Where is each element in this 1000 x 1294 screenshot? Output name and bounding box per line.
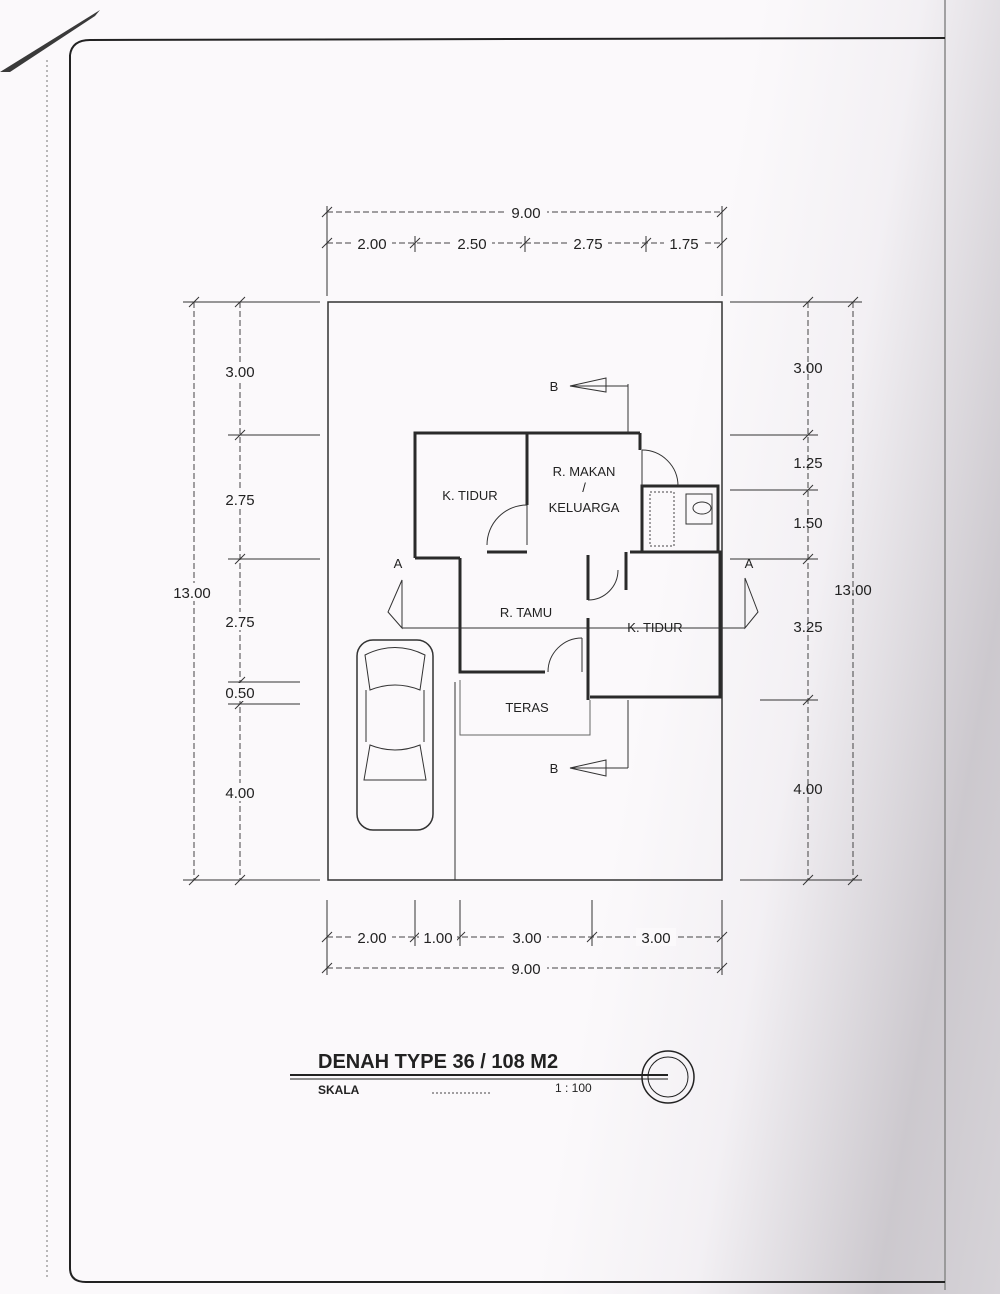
room-label-terrace: TERAS — [505, 700, 549, 715]
building-walls — [413, 431, 722, 880]
plot-boundary — [327, 301, 723, 881]
dim-left-4: 0.50 — [225, 685, 254, 702]
dim-bottom-2: 1.00 — [423, 930, 452, 947]
dim-right-1: 3.00 — [793, 360, 822, 377]
dim-top-1: 2.00 — [357, 236, 386, 253]
dim-bottom-4: 3.00 — [641, 930, 670, 947]
scan-corner-mark — [0, 10, 100, 72]
dim-top-3: 2.75 — [573, 236, 602, 253]
sheet-border — [69, 37, 946, 1283]
scale-value: 1 : 100 — [555, 1081, 592, 1095]
scale-label: SKALA — [318, 1083, 360, 1097]
north-symbol-icon — [641, 1050, 695, 1104]
dim-top-total: 9.00 — [511, 205, 540, 222]
top-dimensions — [321, 206, 728, 296]
section-lines — [387, 377, 759, 777]
room-label-dining-3: KELUARGA — [549, 500, 620, 515]
dim-left-1: 3.00 — [225, 364, 254, 381]
section-label-b-top: B — [550, 379, 559, 394]
dim-left-5: 4.00 — [225, 785, 254, 802]
room-label-living: R. TAMU — [500, 605, 552, 620]
room-label-dining-1: R. MAKAN — [553, 464, 616, 479]
car-icon — [356, 639, 434, 831]
room-label-dining-2: / — [582, 480, 586, 495]
dim-right-2: 1.25 — [793, 455, 822, 472]
dim-top-2: 2.50 — [457, 236, 486, 253]
section-label-b-bottom: B — [550, 761, 559, 776]
dim-bottom-3: 3.00 — [512, 930, 541, 947]
room-label-bedroom-2: K. TIDUR — [627, 620, 682, 635]
plan-title: DENAH TYPE 36 / 108 M2 — [318, 1051, 558, 1073]
dim-right-total: 13.00 — [834, 582, 872, 599]
dim-left-total: 13.00 — [173, 585, 211, 602]
dim-left-2: 2.75 — [225, 492, 254, 509]
dim-right-4: 3.25 — [793, 619, 822, 636]
dim-bottom-total: 9.00 — [511, 961, 540, 978]
dim-left-3: 2.75 — [225, 614, 254, 631]
section-label-a-right: A — [745, 556, 754, 571]
dim-bottom-1: 2.00 — [357, 930, 386, 947]
room-label-bedroom-1: K. TIDUR — [442, 488, 497, 503]
right-dimensions — [730, 296, 862, 886]
dim-right-3: 1.50 — [793, 515, 822, 532]
doors — [486, 449, 679, 673]
dim-top-4: 1.75 — [669, 236, 698, 253]
dim-right-5: 4.00 — [793, 781, 822, 798]
section-label-a-left: A — [394, 556, 403, 571]
toilet-fixtures — [649, 491, 713, 547]
